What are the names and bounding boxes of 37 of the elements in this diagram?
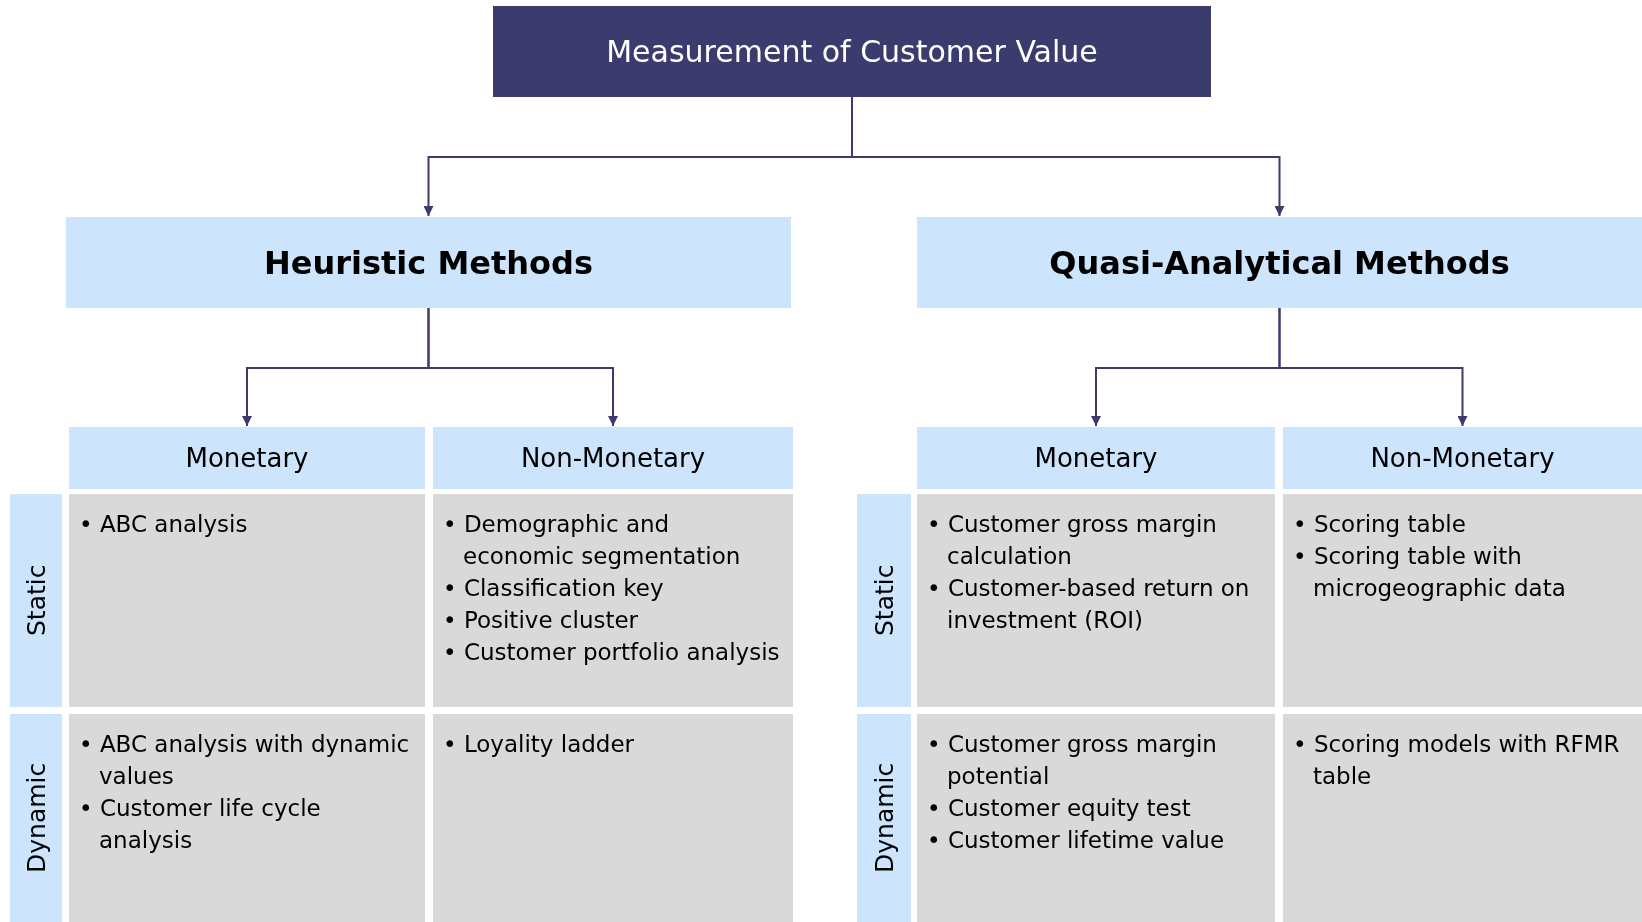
- column-header: Non-Monetary: [433, 427, 793, 489]
- bullet-item: • Demographic and economic segmentation: [443, 510, 742, 571]
- category-box: Heuristic Methods: [66, 217, 791, 308]
- bullet-item: • ABC analysis with dynamic values: [79, 730, 411, 791]
- bullet-item: • Customer life cycle analysis: [79, 794, 322, 855]
- column-header: Monetary: [69, 427, 425, 489]
- bullet-item: • Positive cluster: [443, 606, 640, 635]
- bullet-item: • Classification key: [443, 574, 665, 603]
- table-cell: [917, 714, 1275, 922]
- bullet-item: • ABC analysis: [79, 510, 249, 539]
- bullet-item: • Customer equity test: [927, 794, 1192, 823]
- table-cell: [433, 494, 793, 707]
- bullet-item: • Scoring models with RFMR table: [1293, 730, 1621, 791]
- bullet-item: • Scoring table with microgeographic data: [1293, 542, 1567, 603]
- arrow: [1278, 307, 1468, 427]
- table-cell: [433, 714, 793, 922]
- row-header: Static: [857, 494, 911, 707]
- bullet-item: • Customer-based return on investment (ROI): [927, 574, 1251, 635]
- row-header: Dynamic: [857, 714, 911, 922]
- column-header: Non-Monetary: [1283, 427, 1642, 489]
- row-header: Dynamic: [10, 714, 62, 922]
- column-header: Monetary: [917, 427, 1275, 489]
- table-cell: [69, 714, 425, 922]
- bullet-item: • Loyality ladder: [443, 730, 636, 759]
- table-cell: [69, 494, 425, 707]
- arrow: [427, 307, 618, 427]
- bullet-item: • Customer gross margin potential: [927, 730, 1218, 791]
- bullet-item: • Scoring table: [1293, 510, 1467, 539]
- bullet-item: • Customer gross margin calculation: [927, 510, 1218, 571]
- row-header: Static: [10, 494, 62, 707]
- table-cell: [917, 494, 1275, 707]
- category-box: Quasi-Analytical Methods: [917, 217, 1642, 308]
- bullet-item: • Customer lifetime value: [927, 826, 1226, 855]
- table-cell: [1283, 494, 1642, 707]
- bullet-item: • Customer portfolio analysis: [443, 638, 781, 667]
- table-cell: [1283, 714, 1642, 922]
- title-box: Measurement of Customer Value: [493, 6, 1211, 97]
